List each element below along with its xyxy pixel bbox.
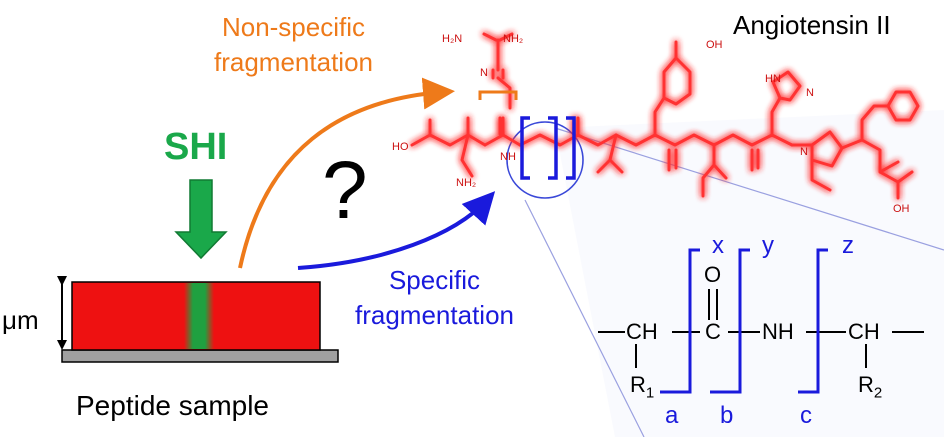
specific-fragmentation-label: Specific fragmentation	[355, 263, 514, 333]
fragment-a-label: a	[665, 402, 679, 429]
fragment-b-label: b	[720, 402, 734, 429]
shi-exposed-stripe	[184, 283, 214, 349]
atom-hn-imidazole: HN	[765, 73, 781, 85]
specific-arrow	[297, 191, 496, 270]
atom-nh-amide: NH	[500, 151, 516, 163]
ch-right-label: CH	[848, 319, 880, 344]
specific-cleavage-brackets	[520, 116, 576, 180]
r1-subscript: 1	[645, 384, 655, 402]
peptide-sample	[57, 276, 339, 363]
thickness-label: μm	[2, 305, 39, 335]
nonspecific-cleavage-bracket	[478, 90, 518, 100]
backbone-structure	[598, 289, 924, 368]
backbone-fragment-brackets	[660, 248, 828, 394]
r2-main: R	[858, 372, 874, 397]
atom-oh-terminal: OH	[893, 203, 910, 215]
fragment-c-label: c	[800, 402, 812, 429]
fragment-z-label: z	[842, 232, 854, 259]
atom-n-proline: N	[800, 146, 808, 158]
nonspecific-label-line-1: Non-specific	[221, 12, 366, 42]
peptide-sample-label: Peptide sample	[76, 390, 270, 421]
r2-label: R2	[858, 372, 883, 402]
nonspecific-label-line-2: fragmentation	[214, 47, 373, 78]
shi-down-arrow	[174, 179, 228, 260]
nonspecific-fragmentation-label: Non-specific fragmentation	[214, 10, 373, 80]
magnifier-circle	[506, 121, 584, 199]
nh-label: NH	[762, 319, 794, 344]
specific-label-line-1: Specific	[388, 265, 481, 295]
fragment-x-label: x	[712, 232, 724, 259]
oxygen-label: O	[704, 262, 722, 287]
nonspecific-arrow	[238, 77, 455, 269]
atom-nh2-amine: NH₂	[456, 177, 476, 189]
question-mark: ?	[322, 145, 368, 236]
shi-label: SHI	[164, 126, 228, 168]
atom-nh2-guanidine: NH₂	[503, 33, 523, 45]
molecule-title: Angiotensin II	[733, 10, 891, 40]
r1-main: R	[630, 372, 646, 397]
magnifier-cone	[506, 110, 944, 438]
carbonyl-c-label: C	[705, 319, 721, 344]
ch-left-label: CH	[626, 319, 658, 344]
angiotensin-molecule	[410, 32, 920, 200]
atom-imine-n: N	[480, 67, 488, 79]
substrate	[61, 349, 339, 363]
r2-subscript: 2	[873, 384, 883, 402]
atom-n-imidazole: N	[806, 87, 814, 99]
atom-oh-tyrosine: OH	[706, 39, 723, 51]
r1-label: R1	[630, 372, 655, 402]
atom-h2n-guanidine: H₂N	[442, 33, 462, 45]
fragment-y-label: y	[762, 232, 774, 259]
atom-ho-acid: HO	[392, 141, 409, 153]
molecule-atom-labels: H₂N NH₂ N HO NH₂ NH OH HN N N OH	[392, 33, 910, 215]
specific-label-line-2: fragmentation	[355, 300, 514, 331]
